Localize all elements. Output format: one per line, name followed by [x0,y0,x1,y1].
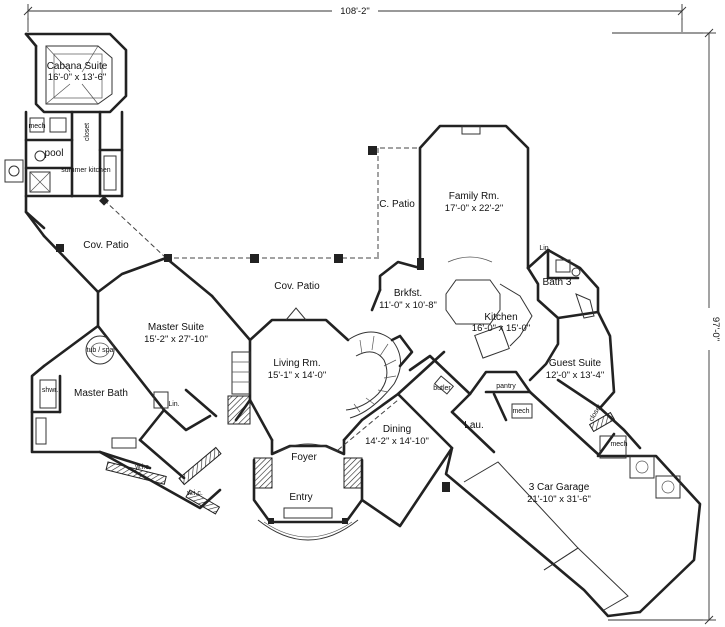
guest-suite-size: 12'-0" x 13'-4" [546,370,604,381]
master-bath-label: Master Bath [74,388,128,399]
tub-label: tub / spa [87,347,114,354]
foyer-label: Foyer [291,452,317,463]
master-bath [30,335,222,515]
guest-suite-label: Guest Suite [549,358,602,369]
garage-size: 21'-10" x 31'-6" [527,494,591,505]
dining-size: 14'-2" x 14'-10" [365,436,429,447]
room-labels: Cabana Suite 16'-0" x 13'-6" mech closet… [28,61,627,505]
cov-patio-center [164,146,420,298]
wic2-label: w.i.c. [186,490,203,497]
guest-wing [526,248,642,458]
pool-label: pool [45,148,64,159]
overall-depth-label: 97'-0" [710,317,721,341]
brkfst-size: 11'-0" x 10'-8" [379,300,437,311]
living-rm-label: Living Rm. [273,358,320,369]
bath3-label: Bath 3 [543,277,572,288]
lau-label: Lau. [464,420,483,431]
kitchen-label: Kitchen [484,312,517,323]
cov-patio-center-label: Cov. Patio [274,281,320,292]
dining-room [337,372,454,528]
overall-width-label: 108'-2" [340,6,369,17]
garage [442,390,702,618]
pantry-label: pantry [496,383,516,390]
master-suite [42,256,252,432]
c-patio-label: C. Patio [379,199,415,210]
master-suite-size: 15'-2" x 27'-10" [144,334,208,345]
foyer-entry [252,438,364,541]
family-rm-label: Family Rm. [449,191,500,202]
cabana-suite-size: 16'-0" x 13'-6" [48,72,106,83]
cov-patio-left-label: Cov. Patio [83,240,129,251]
mech-cabana-label: mech [28,123,45,130]
cabana-suite-label: Cabana Suite [47,61,108,72]
brkfst-label: Brkfst. [394,288,422,299]
mech-guest-label: mech [610,441,627,448]
dimension-lines [23,4,716,625]
entry-label: Entry [289,492,312,503]
lin-master-label: Lin. [168,401,179,408]
family-rm-size: 17'-0" x 22'-2" [445,203,503,214]
lin-top-label: Lin. [539,245,550,252]
cov-patio-left [24,195,167,294]
shwr-label: shwr. [42,387,58,394]
master-suite-label: Master Suite [148,322,205,333]
living-rm-size: 15'-1" x 14'-0" [268,370,326,381]
family-room [417,124,530,270]
curved-stair [345,331,414,419]
wic1-label: w.i.c. [134,464,151,471]
garage-label: 3 Car Garage [529,482,590,493]
butler-label: butler [433,385,451,392]
living-room [231,307,364,442]
mech-kitchen-label: mech [512,408,529,415]
closet-cabana-label: closet [84,123,91,141]
dining-label: Dining [383,424,411,435]
summer-kitchen-label: summer kitchen [61,167,111,174]
kitchen-size: 16'-0" x 15'-0" [472,323,530,334]
